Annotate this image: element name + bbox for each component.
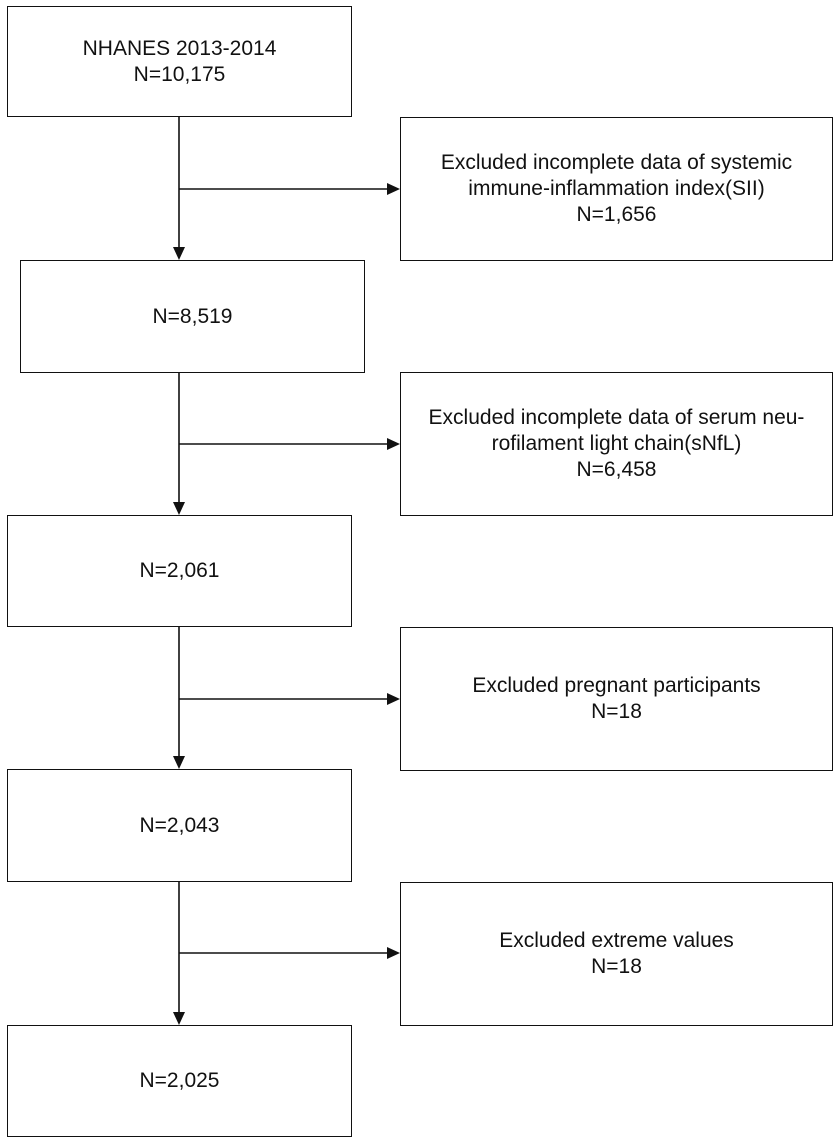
exclusion-text-line: Excluded incomplete data of serum neu-: [428, 406, 805, 429]
arrow-step1-to-step2: [173, 117, 185, 260]
step-box-count: N=2,025: [139, 1069, 220, 1092]
exclusion-count: N=18: [591, 700, 642, 723]
exclusion-count: N=6,458: [576, 458, 657, 481]
step-box-after-pregnant: N=2,043: [7, 769, 352, 882]
step-box-count: N=8,519: [152, 304, 233, 328]
step-box-nhanes: NHANES 2013-2014 N=10,175: [7, 6, 352, 117]
exclusion-text-line: rofilament light chain(sNfL): [491, 432, 742, 455]
arrow-step3-to-step4: [173, 627, 185, 769]
step-box-after-sii: N=8,519: [20, 260, 365, 373]
exclusion-count: N=1,656: [576, 203, 657, 226]
exclusion-text-line: immune-inflammation index(SII): [468, 177, 765, 200]
arrow-step4-to-step5: [173, 882, 185, 1025]
exclusion-box-snfl: Excluded incomplete data of serum neu- r…: [400, 372, 833, 516]
exclusion-box-sii: Excluded incomplete data of systemic imm…: [400, 117, 833, 261]
arrow-step2-to-step3: [173, 373, 185, 515]
arrow-to-exclusion-3: [179, 693, 400, 705]
arrow-to-exclusion-4: [179, 947, 400, 959]
arrow-to-exclusion-1: [179, 183, 400, 195]
step-box-count: N=2,061: [139, 559, 220, 582]
step-box-label: NHANES 2013-2014: [82, 36, 277, 60]
exclusion-text-line: Excluded incomplete data of systemic: [440, 151, 793, 174]
step-box-count: N=10,175: [133, 62, 226, 86]
exclusion-box-extreme: Excluded extreme values N=18: [400, 882, 833, 1026]
step-box-after-snfl: N=2,061: [7, 515, 352, 627]
step-box-count: N=2,043: [139, 813, 220, 837]
step-box-final: N=2,025: [7, 1025, 352, 1137]
exclusion-text-line: Excluded extreme values: [499, 929, 734, 952]
exclusion-text-line: Excluded pregnant participants: [472, 674, 761, 697]
arrow-to-exclusion-2: [179, 438, 400, 450]
exclusion-box-pregnant: Excluded pregnant participants N=18: [400, 627, 833, 771]
exclusion-count: N=18: [591, 955, 642, 978]
